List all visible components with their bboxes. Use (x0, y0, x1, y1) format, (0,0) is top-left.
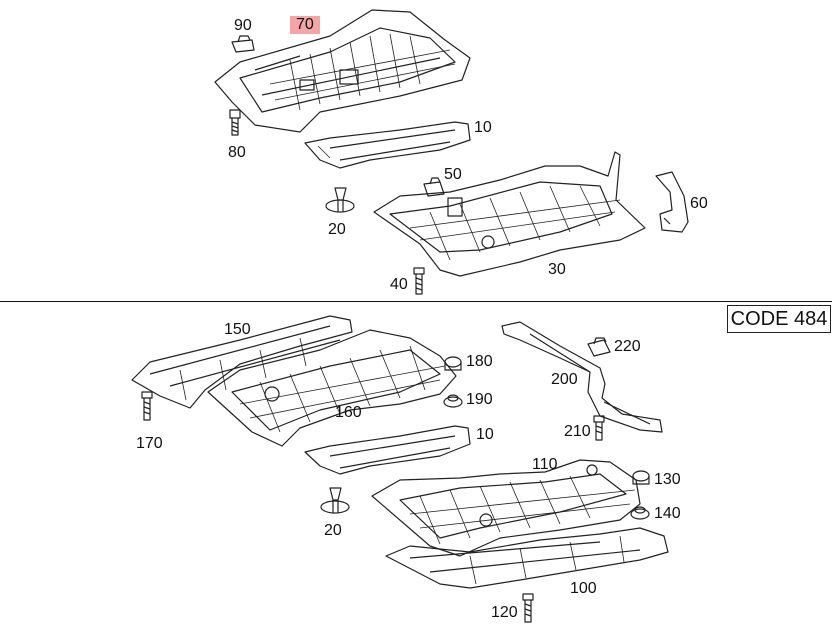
panel-100[interactable] (385, 527, 669, 589)
part-label-70[interactable]: 70 (290, 16, 320, 34)
part-label-100[interactable]: 100 (570, 580, 597, 597)
part-label-220[interactable]: 220 (614, 338, 641, 355)
strut-200[interactable] (501, 321, 663, 433)
part-label-20-bottom[interactable]: 20 (324, 522, 342, 539)
shield-10-top[interactable] (304, 121, 471, 169)
bolt-40[interactable] (413, 267, 425, 295)
nut-180[interactable] (444, 356, 462, 371)
part-label-160[interactable]: 160 (335, 404, 362, 421)
panel-160[interactable] (207, 329, 457, 447)
part-label-90[interactable]: 90 (234, 17, 252, 34)
part-label-140[interactable]: 140 (654, 505, 681, 522)
part-label-10-top[interactable]: 10 (474, 119, 492, 136)
part-label-170[interactable]: 170 (136, 435, 163, 452)
part-label-180[interactable]: 180 (466, 353, 493, 370)
section-divider (0, 301, 832, 302)
bolt-80[interactable] (229, 109, 241, 136)
screw-20-top[interactable] (325, 187, 355, 213)
part-label-10-bottom[interactable]: 10 (476, 426, 494, 443)
part-label-20-top[interactable]: 20 (328, 221, 346, 238)
part-label-60[interactable]: 60 (690, 195, 708, 212)
part-label-30[interactable]: 30 (548, 261, 566, 278)
part-label-50[interactable]: 50 (444, 166, 462, 183)
part-label-150[interactable]: 150 (224, 321, 251, 338)
code-box: CODE 484 (727, 305, 831, 333)
panel-70[interactable] (214, 9, 471, 133)
part-label-210[interactable]: 210 (564, 423, 591, 440)
part-label-110[interactable]: 110 (532, 456, 558, 473)
bolt-170[interactable] (141, 391, 153, 421)
shield-10-bottom[interactable] (304, 425, 471, 475)
part-label-120[interactable]: 120 (491, 604, 518, 621)
bolt-210[interactable] (593, 415, 605, 441)
part-label-80[interactable]: 80 (228, 144, 246, 161)
clip-50[interactable] (423, 177, 445, 197)
part-label-200[interactable]: 200 (551, 371, 578, 388)
bracket-60[interactable] (655, 171, 689, 233)
clip-220[interactable] (587, 337, 611, 357)
grommet-190[interactable] (443, 394, 463, 408)
screw-20-bottom[interactable] (320, 487, 350, 514)
clip-90[interactable] (231, 35, 255, 53)
part-label-40[interactable]: 40 (390, 276, 408, 293)
panel-30[interactable] (373, 151, 646, 277)
grommet-140[interactable] (630, 506, 650, 520)
part-label-190[interactable]: 190 (466, 391, 493, 408)
bolt-120[interactable] (522, 593, 534, 623)
nut-130[interactable] (632, 470, 650, 485)
part-label-130[interactable]: 130 (654, 471, 681, 488)
